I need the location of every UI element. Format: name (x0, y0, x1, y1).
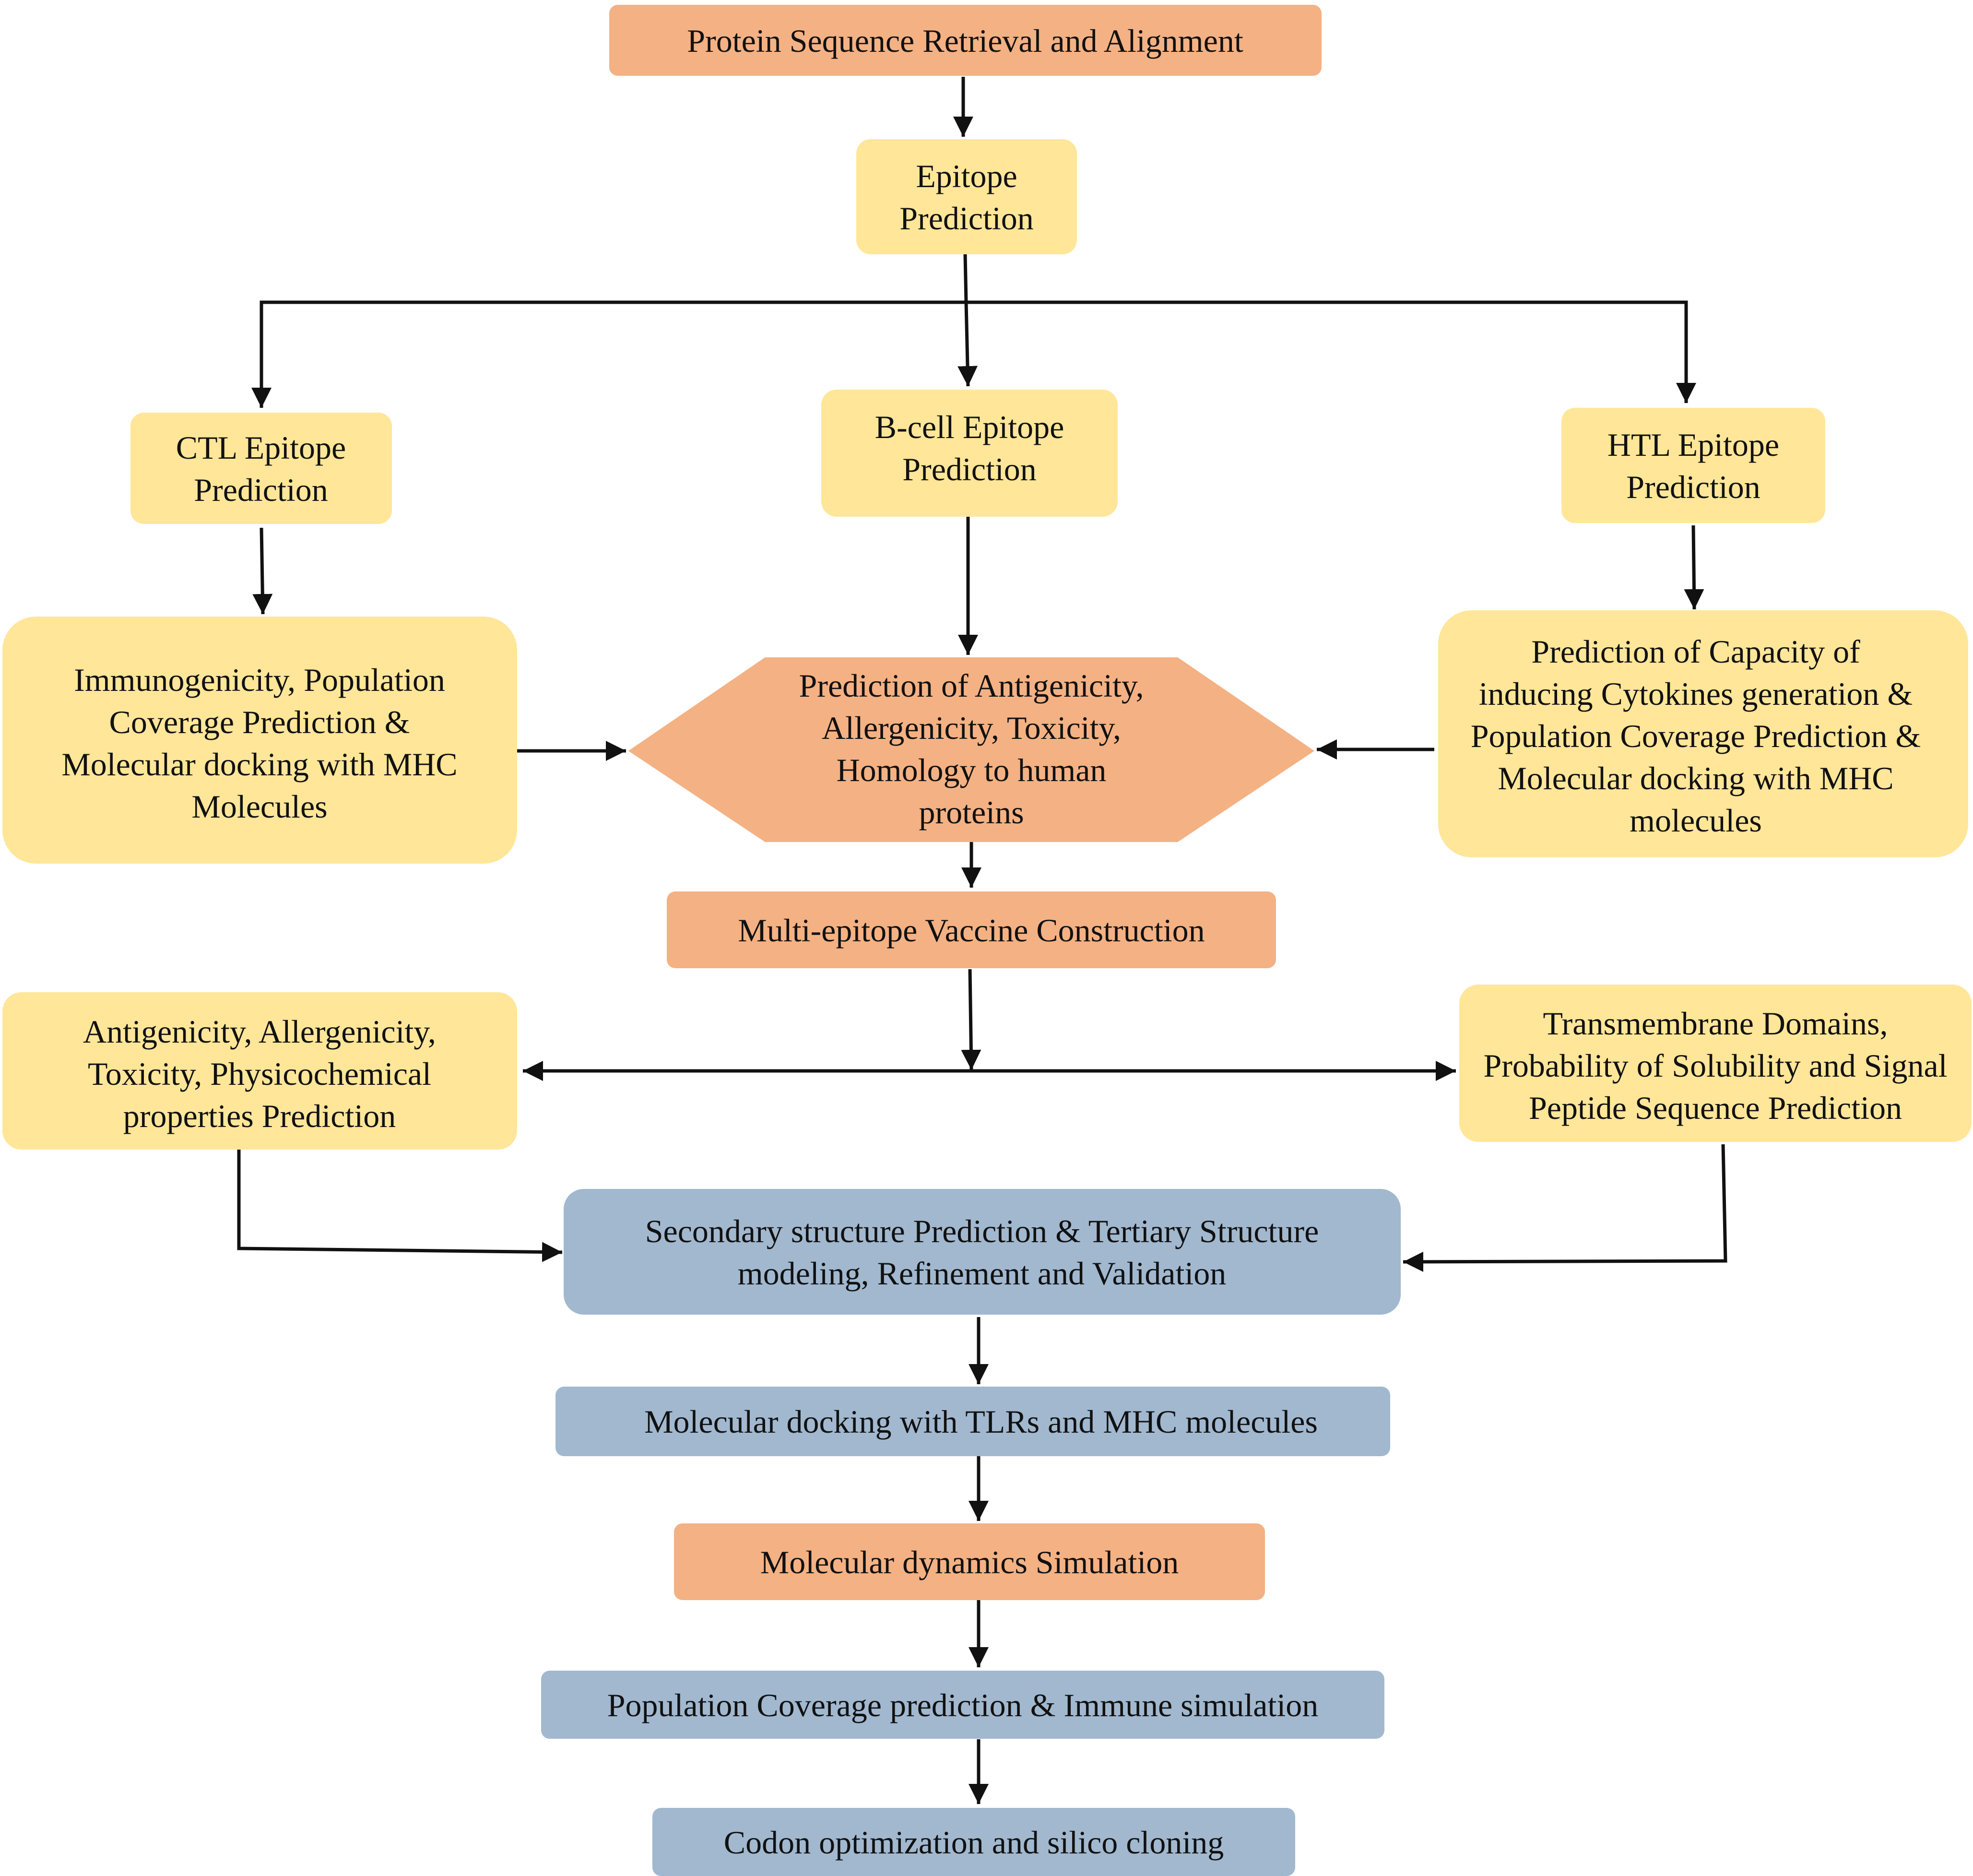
node-vaccine-construction: Multi-epitope Vaccine Construction (667, 891, 1276, 968)
transmembrane-line-1: Transmembrane Domains, (1543, 1005, 1888, 1042)
arrow-to-bcell (957, 302, 978, 387)
node-structure-modeling-box (564, 1189, 1401, 1315)
node-physicochemical-box (2, 992, 517, 1150)
transmembrane-line-3: Peptide Sequence Prediction (1529, 1090, 1902, 1126)
node-md-simulation-label: Molecular dynamics Simulation (760, 1544, 1179, 1580)
htl-analysis-line-5: molecules (1630, 802, 1762, 839)
node-ctl-prediction-box (130, 413, 392, 524)
node-physicochemical-label: Antigenicity, Allergenicity, Toxicity, Ph… (83, 1013, 436, 1134)
arrow-physicochemical-to-structure (237, 1149, 563, 1262)
arrow-ctl-to-analysis (252, 527, 273, 615)
node-vaccine-construction-box (667, 891, 1276, 968)
node-bcell-prediction-box (821, 390, 1118, 517)
antigenicity-hexagon-line-1: Prediction of Antigenicity, (799, 667, 1144, 704)
structure-modeling-line-1: Secondary structure Prediction & Tertiar… (645, 1213, 1319, 1249)
md-simulation-line-1: Molecular dynamics Simulation (760, 1544, 1179, 1580)
node-htl-prediction-box (1561, 408, 1825, 523)
bcell-prediction-line-1: B-cell Epitope (875, 409, 1064, 445)
node-structure-modeling: Secondary structure Prediction & Tertiar… (564, 1189, 1401, 1315)
arrow-transmembrane-to-structure (1403, 1144, 1727, 1272)
population-immune-line-1: Population Coverage prediction & Immune … (607, 1687, 1319, 1723)
ctl-prediction-line-2: Prediction (194, 472, 328, 508)
codon-cloning-line-1: Codon optimization and silico cloning (724, 1824, 1224, 1861)
htl-analysis-line-4: Molecular docking with MHC (1498, 760, 1893, 796)
transmembrane-line-2: Probability of Solubility and Signal (1483, 1047, 1947, 1084)
antigenicity-hexagon-line-4: proteins (919, 794, 1024, 831)
node-htl-analysis-box (1438, 610, 1968, 857)
node-transmembrane: Transmembrane Domains, Probability of Sol… (1459, 985, 1972, 1142)
node-antigenicity-hexagon-label: Prediction of Antigenicity, Allergenicity… (799, 667, 1144, 831)
line-vaccine-down (961, 969, 981, 1070)
htl-analysis-line-2: inducing Cytokines generation & (1479, 676, 1913, 712)
bcell-prediction-line-2: Prediction (902, 451, 1037, 487)
physicochemical-line-1: Antigenicity, Allergenicity, (83, 1013, 436, 1050)
arrow-htl-to-analysis (1684, 525, 1704, 610)
node-transmembrane-box (1459, 985, 1972, 1142)
node-docking-tlr-label: Molecular docking with TLRs and MHC mole… (644, 1403, 1318, 1440)
epitope-prediction-line-1: Epitope (916, 158, 1017, 194)
node-htl-analysis: Prediction of Capacity of inducing Cytoki… (1438, 610, 1968, 857)
node-epitope-prediction-box (856, 139, 1077, 254)
node-md-simulation: Molecular dynamics Simulation (674, 1523, 1265, 1600)
ctl-analysis-line-4: Molecules (191, 788, 327, 825)
node-antigenicity-hexagon-shape (628, 657, 1314, 842)
node-population-immune-box (541, 1671, 1384, 1739)
antigenicity-hexagon-line-2: Allergenicity, Toxicity, (822, 710, 1121, 746)
node-codon-cloning-box (652, 1808, 1295, 1876)
node-docking-tlr: Molecular docking with TLRs and MHC mole… (555, 1387, 1390, 1456)
htl-analysis-line-1: Prediction of Capacity of (1531, 633, 1860, 670)
physicochemical-line-2: Toxicity, Physicochemical (88, 1056, 431, 1092)
ctl-analysis-line-3: Molecular docking with MHC (61, 746, 457, 783)
docking-tlr-line-1: Molecular docking with TLRs and MHC mole… (644, 1403, 1318, 1440)
nodes: Protein Sequence Retrieval and Alignment… (2, 5, 1972, 1876)
node-vaccine-construction-label: Multi-epitope Vaccine Construction (738, 912, 1205, 949)
node-protein-retrieval-box (609, 5, 1322, 76)
node-codon-cloning: Codon optimization and silico cloning (652, 1808, 1295, 1876)
node-antigenicity-hexagon: Prediction of Antigenicity, Allergenicity… (628, 657, 1314, 842)
node-structure-modeling-label: Secondary structure Prediction & Tertiar… (645, 1213, 1319, 1292)
node-protein-retrieval: Protein Sequence Retrieval and Alignment (609, 5, 1322, 76)
ctl-prediction-line-1: CTL Epitope (176, 429, 346, 466)
line-epitope-down (963, 254, 968, 303)
node-docking-tlr-box (555, 1387, 1390, 1456)
branch-line (260, 300, 1688, 333)
node-population-immune: Population Coverage prediction & Immune … (541, 1671, 1384, 1739)
connectors (237, 77, 1727, 1804)
htl-prediction-line-1: HTL Epitope (1607, 427, 1779, 463)
epitope-prediction-line-2: Prediction (899, 200, 1034, 237)
node-physicochemical: Antigenicity, Allergenicity, Toxicity, Ph… (2, 992, 517, 1150)
htl-analysis-line-3: Population Coverage Prediction & (1471, 718, 1921, 754)
node-codon-cloning-label: Codon optimization and silico cloning (724, 1824, 1224, 1861)
node-protein-retrieval-label: Protein Sequence Retrieval and Alignment (687, 23, 1243, 59)
node-transmembrane-label: Transmembrane Domains, Probability of Sol… (1483, 1005, 1947, 1126)
node-htl-analysis-label: Prediction of Capacity of inducing Cytoki… (1471, 633, 1921, 839)
physicochemical-line-3: properties Prediction (123, 1098, 396, 1134)
vaccine-construction-line-1: Multi-epitope Vaccine Construction (738, 912, 1205, 949)
node-ctl-analysis-box (2, 617, 517, 864)
protein-retrieval-line-1: Protein Sequence Retrieval and Alignment (687, 23, 1243, 59)
ctl-analysis-line-1: Immunogenicity, Population (74, 662, 445, 698)
htl-prediction-line-2: Prediction (1626, 469, 1760, 505)
structure-modeling-line-2: modeling, Refinement and Validation (738, 1255, 1227, 1292)
ctl-analysis-line-2: Coverage Prediction & (109, 704, 410, 740)
node-md-simulation-box (674, 1523, 1265, 1600)
node-population-immune-label: Population Coverage prediction & Immune … (607, 1687, 1319, 1723)
antigenicity-hexagon-line-3: Homology to human (837, 752, 1107, 788)
